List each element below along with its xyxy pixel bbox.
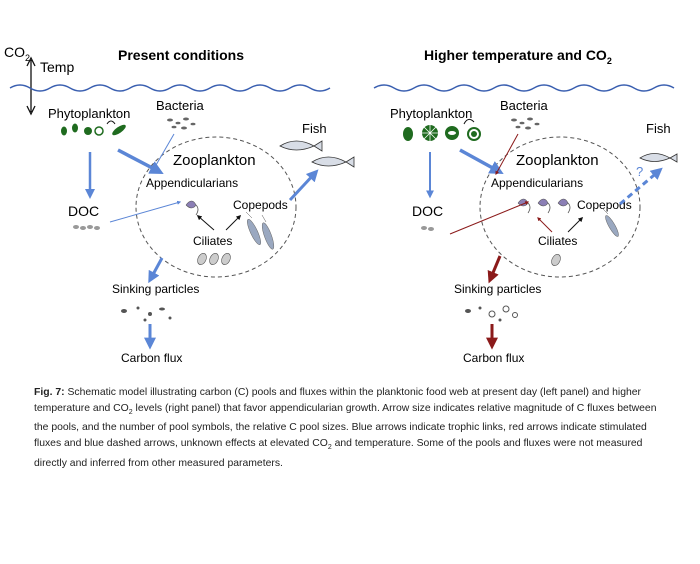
phyto-to-zooplankton-arrow: [117, 148, 164, 174]
zooplankton-label: Zooplankton: [516, 152, 599, 169]
bacteria-label: Bacteria: [500, 98, 548, 113]
fish-icon: [279, 140, 355, 168]
zooplankton-to-fish-arrow: [619, 167, 663, 206]
copepod-icon: [245, 211, 275, 250]
left-title: Present conditions: [118, 47, 244, 63]
caption-sub-1: 2: [128, 408, 133, 416]
sinking-particles-icon: [465, 305, 518, 322]
ciliates-label: Ciliates: [538, 234, 577, 248]
fish-icon: [639, 153, 678, 163]
copepods-label: Copepods: [577, 198, 632, 212]
temp-label: Temp: [40, 59, 74, 75]
caption-text-1: Schematic model illustrating carbon (C) …: [34, 387, 642, 414]
zooplankton-to-particles-arrow: [487, 255, 502, 284]
figure-caption: Fig. 7: Schematic model illustrating car…: [34, 385, 664, 471]
right-panel: Higher temperature and CO2 Phytoplankton…: [373, 47, 678, 365]
ciliate-to-copepod-arrow: [225, 214, 242, 231]
doc-icon: [421, 226, 434, 231]
copepod-icon: [601, 207, 619, 237]
caption-label: Fig. 7:: [34, 387, 65, 398]
carbon-flux-label: Carbon flux: [463, 351, 524, 365]
zooplankton-to-fish-arrow: [288, 169, 319, 202]
doc-to-zooplankton-arrow: [449, 201, 530, 235]
appendicularian-icon: [185, 200, 199, 216]
appendicularian-icon: [517, 198, 571, 214]
appendicularians-label: Appendicularians: [491, 176, 583, 190]
bacteria-to-zooplankton-arrow: [495, 133, 519, 176]
bacteria-label: Bacteria: [156, 98, 204, 113]
phyto-to-zooplankton-arrow: [459, 148, 504, 175]
bacteria-to-zooplankton-arrow: [151, 133, 175, 174]
sea-surface-wave: [9, 84, 331, 92]
ciliate-icon: [551, 254, 561, 266]
bacteria-icon: [511, 117, 540, 130]
phytoplankton-label: Phytoplankton: [48, 106, 130, 121]
doc-to-zooplankton-arrow: [109, 200, 182, 223]
fish-label: Fish: [646, 121, 671, 136]
doc-icon: [73, 225, 100, 230]
caption-text-3: and temperature. Some of the pools and f…: [34, 437, 643, 469]
caption-sub-2: 2: [327, 443, 332, 451]
doc-label: DOC: [68, 203, 99, 219]
zooplankton-boundary: [479, 136, 641, 278]
phytoplankton-label: Phytoplankton: [390, 106, 472, 121]
sinking-particles-label: Sinking particles: [454, 282, 541, 296]
sinking-particles-label: Sinking particles: [112, 282, 199, 296]
unknown-effect-mark: ?: [636, 164, 643, 179]
zooplankton-label: Zooplankton: [173, 152, 256, 169]
bacteria-icon: [167, 117, 196, 130]
zooplankton-to-particles-arrow: [148, 257, 164, 284]
ciliate-to-copepod-arrow: [567, 216, 584, 233]
co2-label: CO2: [4, 44, 30, 63]
ciliate-to-appendicularian-arrow: [196, 215, 215, 231]
sea-surface-wave: [373, 84, 675, 92]
ciliate-to-appendicularian-arrow: [537, 217, 553, 233]
ciliates-label: Ciliates: [193, 234, 232, 248]
caption-text-2: levels (right panel) that favor appendic…: [34, 402, 657, 449]
fish-label: Fish: [302, 121, 327, 136]
food-web-diagram: Present conditions CO2 Temp Phytoplankto…: [4, 44, 678, 365]
copepods-label: Copepods: [233, 198, 288, 212]
sinking-particles-icon: [121, 306, 172, 322]
phytoplankton-icon: [403, 118, 481, 141]
doc-label: DOC: [412, 203, 443, 219]
left-panel: Present conditions CO2 Temp Phytoplankto…: [4, 44, 355, 365]
zooplankton-boundary: [135, 136, 297, 278]
double-arrow-icon: [26, 56, 36, 116]
ciliate-icon: [197, 253, 231, 265]
right-title: Higher temperature and CO2: [424, 47, 612, 66]
phytoplankton-icon: [61, 120, 126, 136]
carbon-flux-label: Carbon flux: [121, 351, 182, 365]
appendicularians-label: Appendicularians: [146, 176, 238, 190]
